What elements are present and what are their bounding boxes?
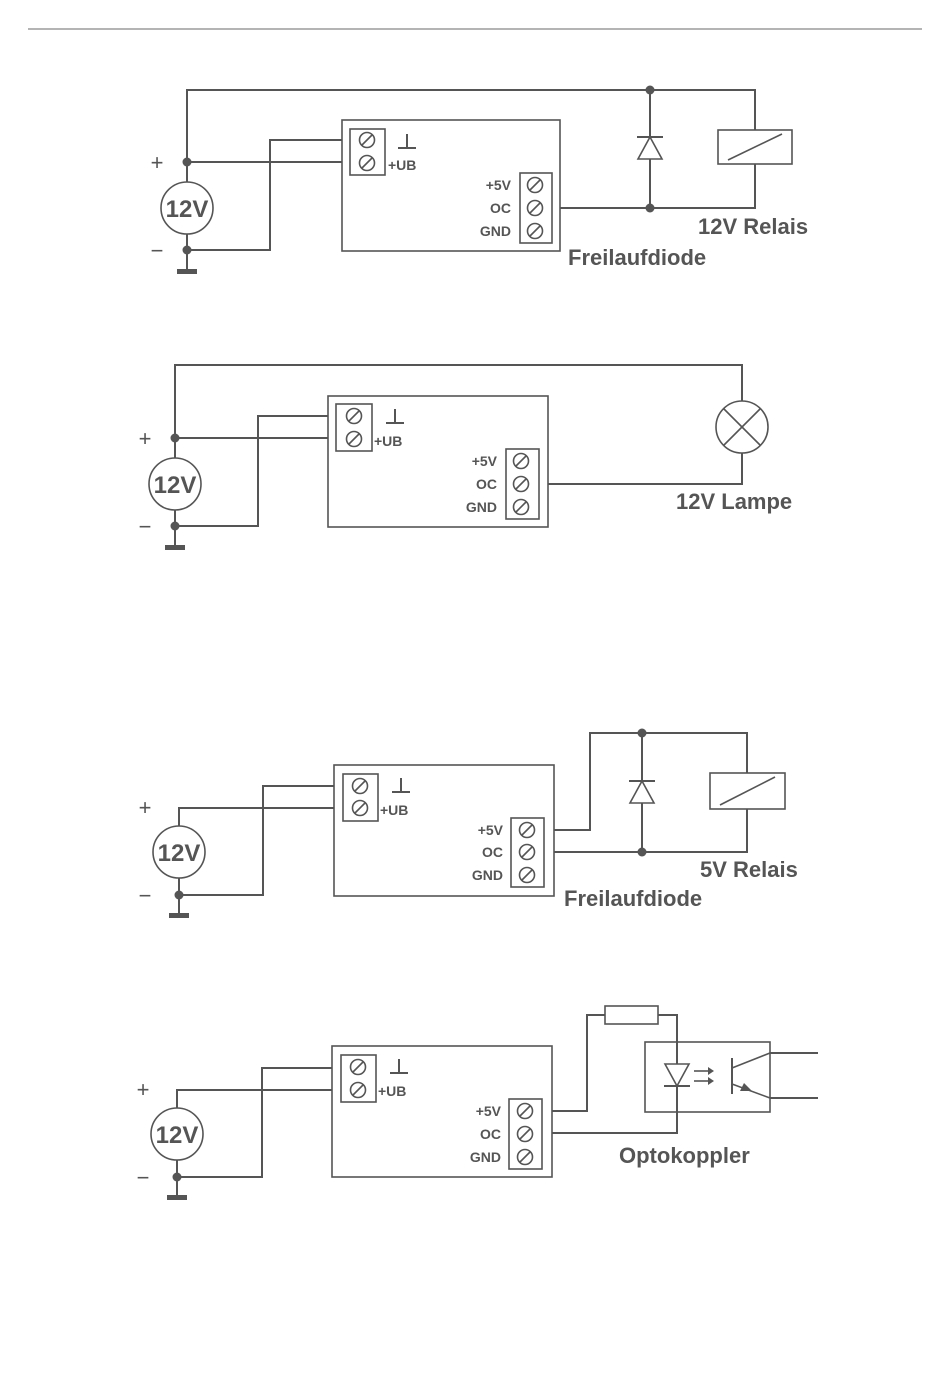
input-terminal-block	[350, 129, 385, 175]
minus-sign: −	[151, 238, 164, 263]
ground-symbol	[177, 269, 197, 274]
optocoupler-box	[645, 1042, 770, 1112]
ub-label: +UB	[374, 433, 402, 449]
source-label: 12V	[154, 472, 197, 499]
plus-sign: +	[151, 150, 164, 175]
circuit-5v-relay: 12V + − +UB +5V OC GND 5V Relais Freilau…	[139, 729, 798, 919]
ub-label: +UB	[378, 1083, 406, 1099]
minus-sign: −	[137, 1165, 150, 1190]
source-label: 12V	[158, 840, 201, 867]
ground-symbol	[167, 1195, 187, 1200]
pin-5v-label: +5V	[476, 1103, 502, 1119]
freewheel-diode-icon	[629, 781, 655, 803]
input-terminal-block	[343, 774, 378, 821]
ub-label: +UB	[380, 802, 408, 818]
load-label: 5V Relais	[700, 857, 798, 882]
freewheel-diode-icon	[637, 137, 663, 159]
circuit-12v-lamp: 12V + − +UB +5V OC GND 12V Lampe	[139, 365, 793, 550]
pin-5v-label: +5V	[478, 822, 504, 838]
load-label: Optokoppler	[619, 1143, 750, 1168]
minus-sign: −	[139, 514, 152, 539]
plus-sign: +	[139, 426, 152, 451]
pin-5v-label: +5V	[472, 453, 498, 469]
diode-label: Freilaufdiode	[568, 245, 706, 270]
ground-symbol	[169, 913, 189, 918]
ground-symbol	[165, 545, 185, 550]
relay-coil-icon	[710, 773, 785, 809]
input-terminal-block	[336, 404, 372, 451]
load-label: 12V Relais	[698, 214, 808, 239]
minus-sign: −	[139, 883, 152, 908]
pin-oc-label: OC	[490, 200, 511, 216]
pin-gnd-label: GND	[480, 223, 511, 239]
relay-coil-icon	[718, 130, 792, 164]
pin-5v-label: +5V	[486, 177, 512, 193]
source-label: 12V	[156, 1122, 199, 1149]
ub-label: +UB	[388, 157, 416, 173]
circuit-12v-relay: 12V + − +UB +5V OC GND 12V Relais Freila…	[151, 86, 809, 275]
pin-oc-label: OC	[482, 844, 503, 860]
input-terminal-block	[341, 1055, 376, 1102]
pin-gnd-label: GND	[466, 499, 497, 515]
source-label: 12V	[166, 196, 209, 223]
plus-sign: +	[137, 1077, 150, 1102]
pin-gnd-label: GND	[470, 1149, 501, 1165]
lamp-icon	[716, 401, 768, 453]
circuit-optocoupler: 12V + − +UB +5V OC GND	[137, 1006, 818, 1200]
pin-oc-label: OC	[480, 1126, 501, 1142]
resistor-icon	[605, 1006, 658, 1024]
diode-label: Freilaufdiode	[564, 886, 702, 911]
plus-sign: +	[139, 795, 152, 820]
load-label: 12V Lampe	[676, 489, 792, 514]
pin-oc-label: OC	[476, 476, 497, 492]
pin-gnd-label: GND	[472, 867, 503, 883]
